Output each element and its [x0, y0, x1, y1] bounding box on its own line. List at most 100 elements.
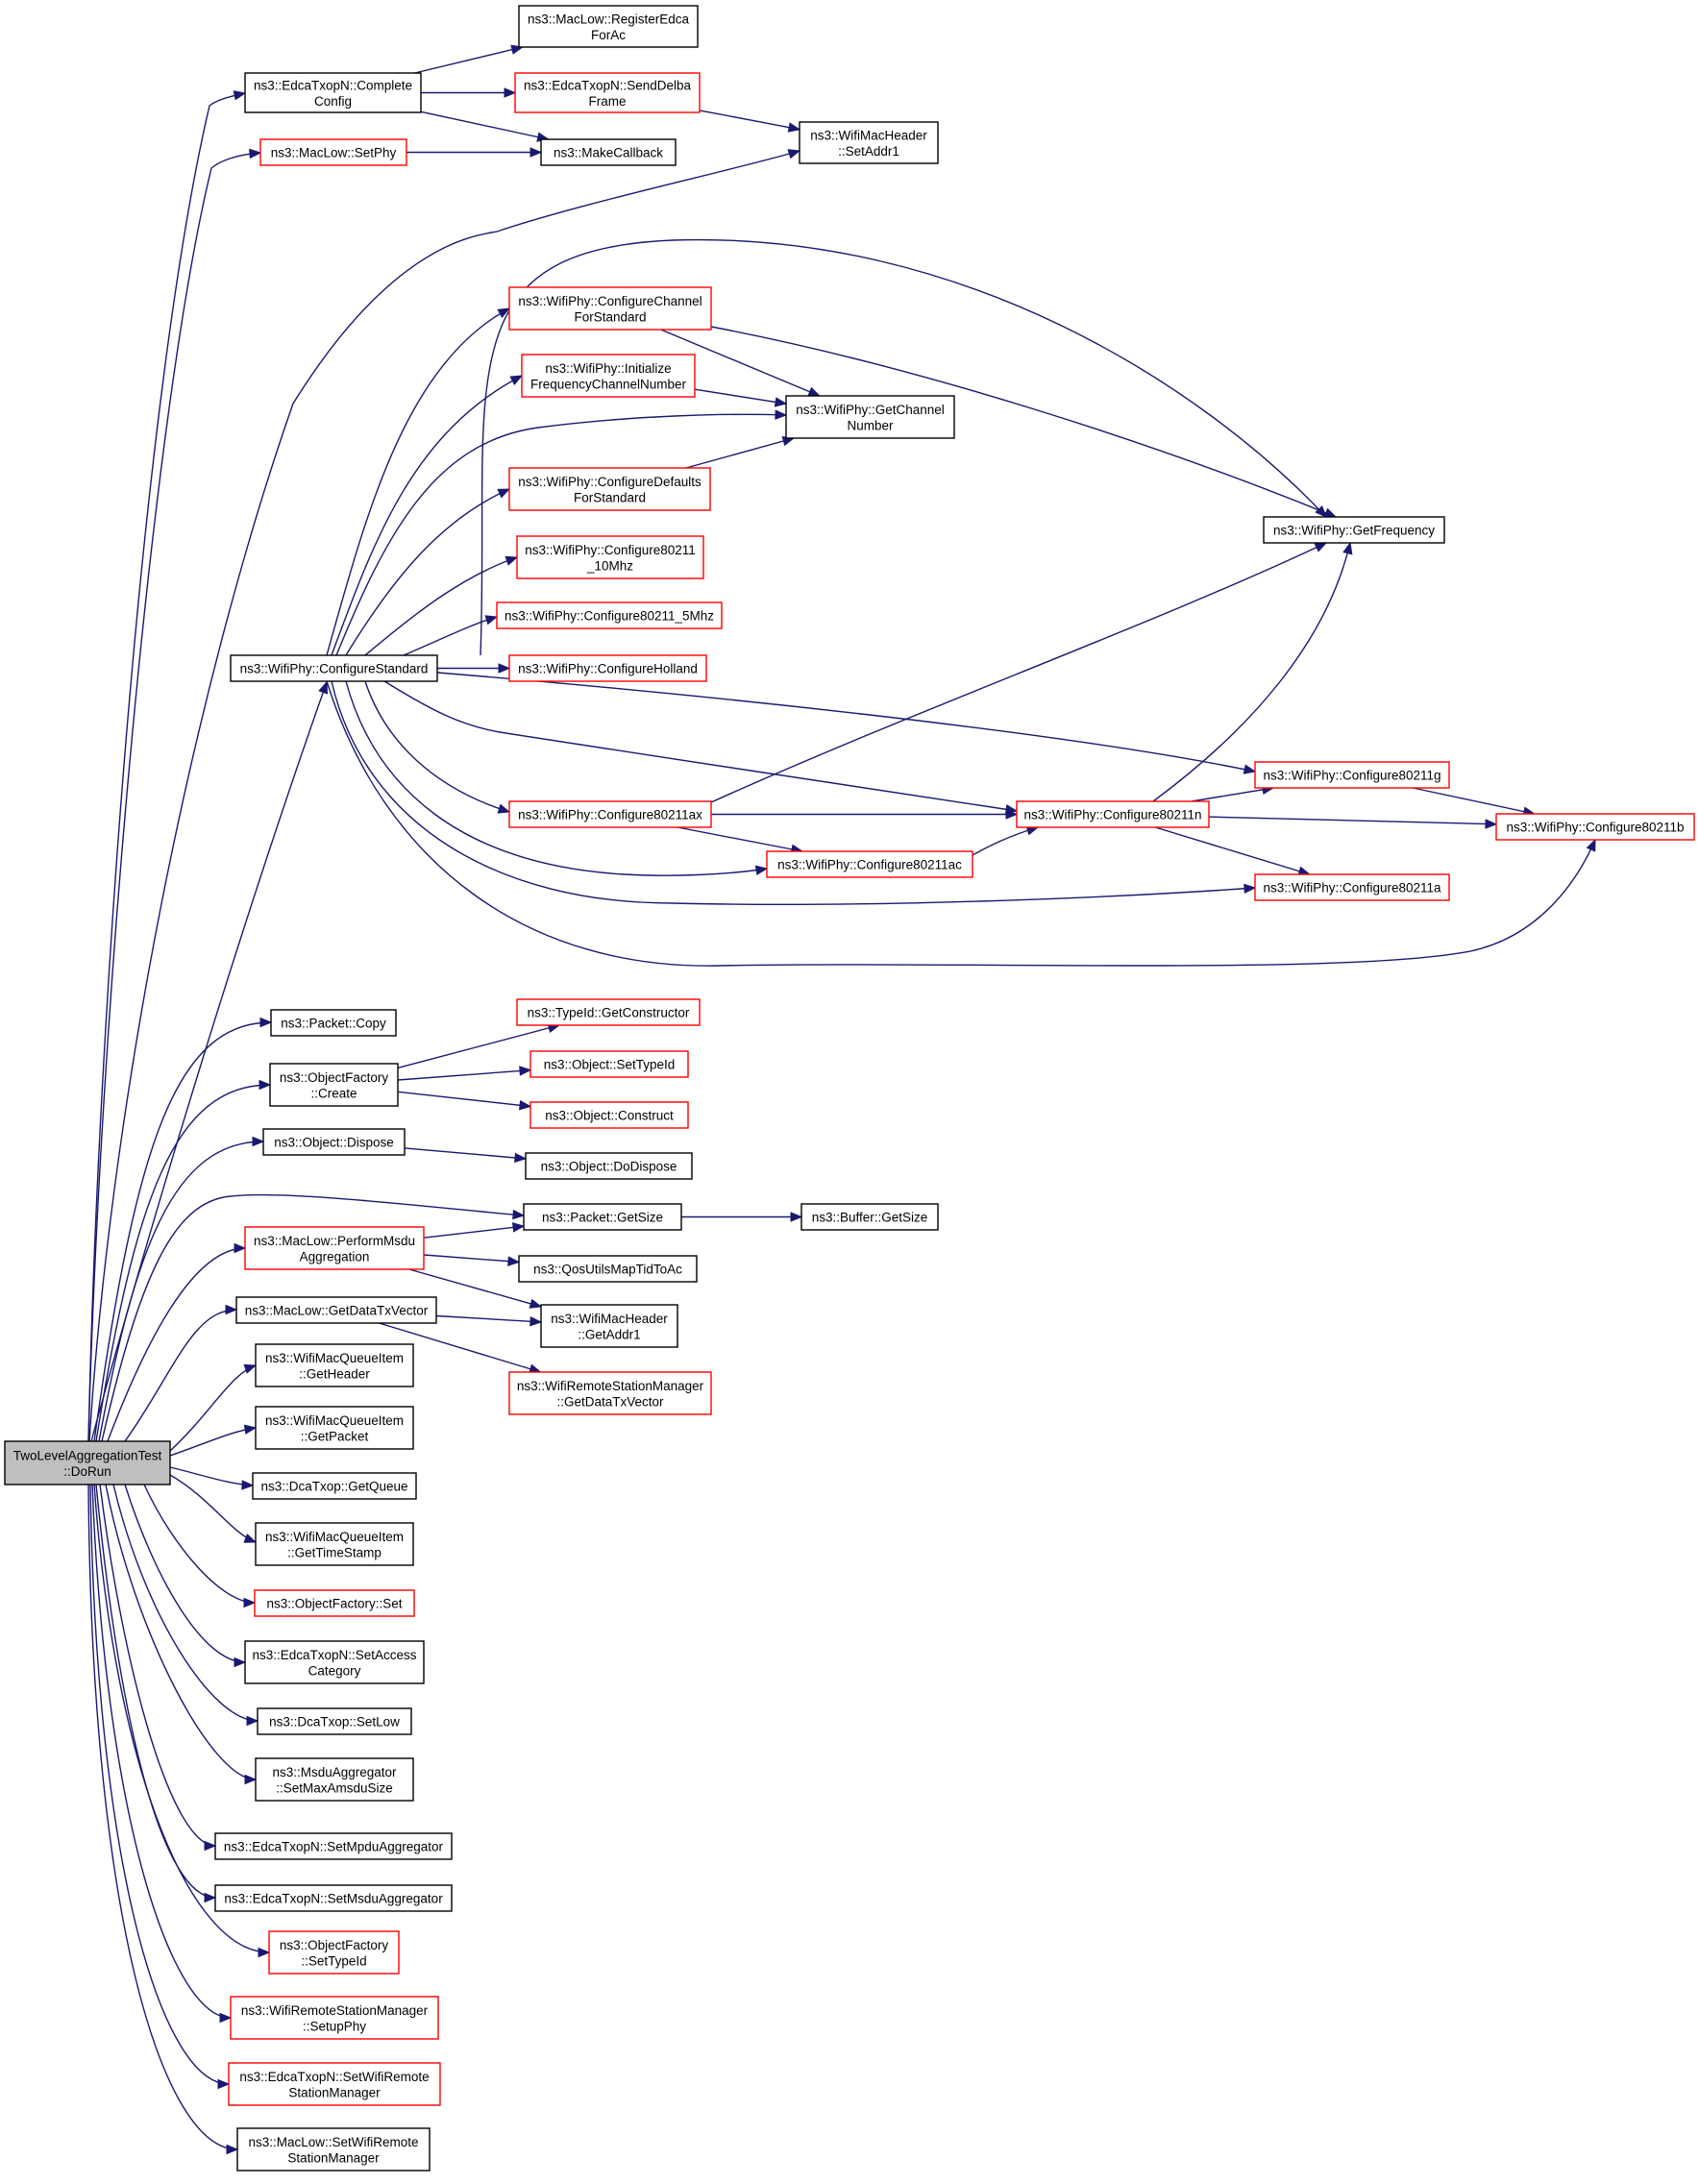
node-box[interactable]	[496, 601, 723, 629]
node-doDispose[interactable]: ns3::Object::DoDispose	[525, 1152, 693, 1180]
node-box[interactable]	[523, 1203, 682, 1231]
node-box[interactable]	[235, 1296, 437, 1324]
node-box[interactable]	[270, 1009, 397, 1037]
node-box[interactable]	[244, 72, 422, 113]
node-box[interactable]	[516, 998, 701, 1026]
node-qiGetPacket[interactable]: ns3::WifiMacQueueItem::GetPacket	[255, 1406, 414, 1450]
node-getFrequency[interactable]: ns3::WifiPhy::GetFrequency	[1263, 516, 1445, 544]
node-box[interactable]	[529, 1101, 689, 1129]
node-setAddr1[interactable]: ns3::WifiMacHeader::SetAddr1	[799, 121, 939, 164]
node-box[interactable]	[244, 1640, 425, 1684]
node-box[interactable]	[508, 654, 707, 682]
node-box[interactable]	[230, 1996, 439, 2040]
node-box[interactable]	[262, 1128, 406, 1156]
node-rsmGetDataTxVector[interactable]: ns3::WifiRemoteStationManager::GetDataTx…	[508, 1371, 712, 1415]
node-cfg80211n[interactable]: ns3::WifiPhy::Configure80211n	[1016, 800, 1210, 828]
node-box[interactable]	[521, 354, 696, 398]
node-cfgHolland[interactable]: ns3::WifiPhy::ConfigureHolland	[508, 654, 707, 682]
node-box[interactable]	[540, 1304, 678, 1348]
node-setTypeId[interactable]: ns3::Object::SetTypeId	[529, 1050, 689, 1078]
node-box[interactable]	[508, 467, 711, 511]
node-setMsduAgg[interactable]: ns3::EdcaTxopN::SetMsduAggregator	[214, 1884, 453, 1912]
node-getConstructor[interactable]: ns3::TypeId::GetConstructor	[516, 998, 701, 1026]
node-box[interactable]	[1016, 800, 1210, 828]
node-cfg10mhz[interactable]: ns3::WifiPhy::Configure80211_10Mhz	[516, 535, 704, 579]
node-ofCreate[interactable]: ns3::ObjectFactory::Create	[269, 1063, 399, 1107]
node-box[interactable]	[228, 2062, 441, 2106]
node-box[interactable]	[766, 850, 973, 878]
node-box[interactable]	[508, 286, 712, 331]
node-box[interactable]	[254, 1589, 415, 1617]
node-box[interactable]	[518, 1255, 698, 1283]
node-box[interactable]	[230, 654, 438, 682]
node-qiGetHeader[interactable]: ns3::WifiMacQueueItem::GetHeader	[255, 1343, 414, 1387]
node-box[interactable]	[252, 1472, 417, 1500]
node-box[interactable]	[255, 1522, 414, 1566]
node-box[interactable]	[508, 800, 712, 828]
node-box[interactable]	[4, 1440, 171, 1485]
node-edcaSetRsm[interactable]: ns3::EdcaTxopN::SetWifiRemoteStationMana…	[228, 2062, 441, 2106]
node-box[interactable]	[268, 1930, 400, 1975]
node-initFreq[interactable]: ns3::WifiPhy::InitializeFrequencyChannel…	[521, 354, 696, 398]
node-box[interactable]	[785, 395, 955, 439]
node-dispose[interactable]: ns3::Object::Dispose	[262, 1128, 406, 1156]
node-cfg5mhz[interactable]: ns3::WifiPhy::Configure80211_5Mhz	[496, 601, 723, 629]
node-dcaGetQueue[interactable]: ns3::DcaTxop::GetQueue	[252, 1472, 417, 1500]
node-dcaSetLow[interactable]: ns3::DcaTxop::SetLow	[257, 1707, 412, 1735]
node-setupPhy[interactable]: ns3::WifiRemoteStationManager::SetupPhy	[230, 1996, 439, 2040]
node-box[interactable]	[1263, 516, 1445, 544]
node-ofSetTypeId[interactable]: ns3::ObjectFactory::SetTypeId	[268, 1930, 400, 1975]
node-makeCallback[interactable]: ns3::MakeCallback	[540, 138, 677, 166]
node-cfg80211a[interactable]: ns3::WifiPhy::Configure80211a	[1254, 873, 1450, 901]
node-box[interactable]	[516, 535, 704, 579]
node-box[interactable]	[236, 2127, 431, 2172]
node-cfgStandard[interactable]: ns3::WifiPhy::ConfigureStandard	[230, 654, 438, 682]
node-box[interactable]	[257, 1707, 412, 1735]
node-box[interactable]	[255, 1343, 414, 1387]
node-box[interactable]	[518, 5, 699, 48]
node-box[interactable]	[259, 138, 407, 166]
node-cfgChannel[interactable]: ns3::WifiPhy::ConfigureChannelForStandar…	[508, 286, 712, 331]
node-cfg80211b[interactable]: ns3::WifiPhy::Configure80211b	[1495, 813, 1695, 841]
node-cfg80211ac[interactable]: ns3::WifiPhy::Configure80211ac	[766, 850, 973, 878]
node-packetCopy[interactable]: ns3::Packet::Copy	[270, 1009, 397, 1037]
node-setMpduAgg[interactable]: ns3::EdcaTxopN::SetMpduAggregator	[214, 1832, 453, 1860]
node-cfg80211g[interactable]: ns3::WifiPhy::Configure80211g	[1254, 761, 1450, 789]
node-qosUtils[interactable]: ns3::QosUtilsMapTidToAc	[518, 1255, 698, 1283]
node-qiGetTimeStamp[interactable]: ns3::WifiMacQueueItem::GetTimeStamp	[255, 1522, 414, 1566]
node-setMaxAmsdu[interactable]: ns3::MsduAggregator::SetMaxAmsduSize	[255, 1757, 414, 1802]
node-box[interactable]	[1254, 761, 1450, 789]
node-box[interactable]	[525, 1152, 693, 1180]
node-getDataTxVector[interactable]: ns3::MacLow::GetDataTxVector	[235, 1296, 437, 1324]
node-box[interactable]	[529, 1050, 689, 1078]
node-box[interactable]	[508, 1371, 712, 1415]
node-box[interactable]	[214, 1884, 453, 1912]
node-box[interactable]	[255, 1757, 414, 1802]
node-box[interactable]	[1254, 873, 1450, 901]
node-cfgDefaults[interactable]: ns3::WifiPhy::ConfigureDefaultsForStanda…	[508, 467, 711, 511]
node-construct[interactable]: ns3::Object::Construct	[529, 1101, 689, 1129]
node-box[interactable]	[800, 1203, 939, 1231]
node-box[interactable]	[540, 138, 677, 166]
node-box[interactable]	[255, 1406, 414, 1450]
node-root[interactable]: TwoLevelAggregationTest::DoRun	[4, 1440, 171, 1485]
node-ofSet[interactable]: ns3::ObjectFactory::Set	[254, 1589, 415, 1617]
node-packetGetSize[interactable]: ns3::Packet::GetSize	[523, 1203, 682, 1231]
node-bufferGetSize[interactable]: ns3::Buffer::GetSize	[800, 1203, 939, 1231]
node-box[interactable]	[244, 1226, 425, 1270]
node-setPhy[interactable]: ns3::MacLow::SetPhy	[259, 138, 407, 166]
node-box[interactable]	[799, 121, 939, 164]
node-box[interactable]	[1495, 813, 1695, 841]
node-cfg80211ax[interactable]: ns3::WifiPhy::Configure80211ax	[508, 800, 712, 828]
node-box[interactable]	[214, 1832, 453, 1860]
node-box[interactable]	[269, 1063, 399, 1107]
node-box[interactable]	[514, 72, 701, 113]
node-getAddr1[interactable]: ns3::WifiMacHeader::GetAddr1	[540, 1304, 678, 1348]
